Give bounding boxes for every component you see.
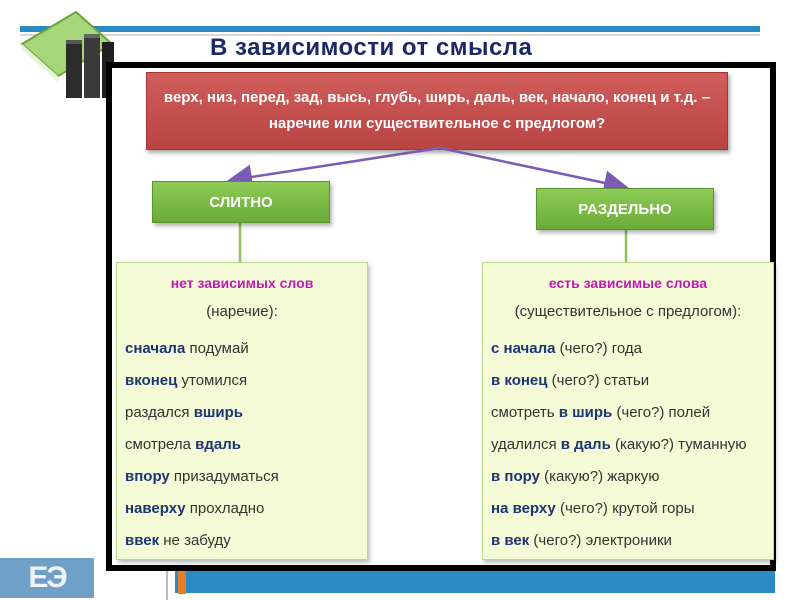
example-row: смотреть в ширь (чего?) полей — [483, 397, 773, 429]
example-row: наверху прохладно — [117, 493, 367, 525]
books-icon — [20, 10, 114, 98]
example-row: в пору (какую?) жаркую — [483, 461, 773, 493]
slide-title: В зависимости от смысла — [210, 34, 533, 61]
question-line-1: верх, низ, перед, зад, высь, глубь, ширь… — [163, 89, 711, 106]
question-line-2: наречие или существительное с предлогом? — [268, 115, 606, 132]
example-keyword: сначала — [125, 340, 186, 357]
example-text: смотрела — [125, 436, 196, 453]
example-text: (чего?) статьи — [547, 372, 650, 389]
example-text: подумай — [185, 340, 249, 357]
example-text: (чего?) года — [555, 340, 643, 357]
top-divider — [20, 34, 760, 36]
example-keyword: в ширь — [558, 404, 613, 421]
top-accent-bar — [20, 26, 760, 32]
example-keyword: в конец — [491, 372, 548, 389]
example-text: (какую?) туманную — [610, 436, 747, 453]
left-panel-heading: нет зависимых слов — [170, 275, 314, 291]
example-keyword: в век — [491, 532, 530, 549]
right-panel-subheading: (существительное с предлогом): — [514, 303, 742, 320]
example-keyword: вдаль — [195, 436, 241, 453]
example-row: сначала подумай — [117, 333, 367, 365]
example-text: (чего?) электроники — [529, 532, 672, 549]
example-row: на верху (чего?) крутой горы — [483, 493, 773, 525]
example-keyword: с начала — [491, 340, 556, 357]
example-text: (чего?) крутой горы — [555, 500, 695, 517]
example-row: смотрела вдаль — [117, 429, 367, 461]
bottom-accent-bar — [175, 568, 775, 593]
example-row: раздался вширь — [117, 397, 367, 429]
example-text: (какую?) жаркую — [539, 468, 660, 485]
example-keyword: на верху — [491, 500, 556, 517]
example-row: впору призадуматься — [117, 461, 367, 493]
razdelno-box: РАЗДЕЛЬНО — [536, 188, 714, 230]
logo: ЕЭ — [0, 558, 94, 598]
slitno-box: СЛИТНО — [152, 181, 330, 223]
example-text: раздался — [125, 404, 194, 421]
example-keyword: вконец — [125, 372, 178, 389]
example-text: призадуматься — [169, 468, 279, 485]
example-row: в век (чего?) электроники — [483, 525, 773, 557]
example-row: в конец (чего?) статьи — [483, 365, 773, 397]
bottom-divider-line — [166, 560, 168, 600]
left-examples-panel: нет зависимых слов (наречие): сначала по… — [116, 262, 368, 560]
example-keyword: впору — [125, 468, 170, 485]
example-keyword: в пору — [491, 468, 540, 485]
left-panel-subheading: (наречие): — [206, 303, 278, 320]
example-prefix: смотреть — [491, 404, 559, 421]
example-text: утомился — [177, 372, 248, 389]
example-text: (чего?) полей — [612, 404, 711, 421]
example-text: прохладно — [185, 500, 265, 517]
right-panel-heading: есть зависимые слова — [548, 275, 708, 291]
example-row: вконец утомился — [117, 365, 367, 397]
example-keyword: в даль — [560, 436, 611, 453]
example-row: удалился в даль (какую?) туманную — [483, 429, 773, 461]
example-row: ввек не забуду — [117, 525, 367, 557]
bottom-orange-marker — [178, 566, 186, 594]
example-keyword: вширь — [193, 404, 244, 421]
example-keyword: наверху — [125, 500, 186, 517]
example-text: не забуду — [159, 532, 231, 549]
right-examples-panel: есть зависимые слова (существительное с … — [482, 262, 774, 560]
question-box: верх, низ, перед, зад, высь, глубь, ширь… — [146, 72, 728, 150]
example-keyword: ввек — [125, 532, 160, 549]
example-row: с начала (чего?) года — [483, 333, 773, 365]
example-prefix: удалился — [491, 436, 561, 453]
